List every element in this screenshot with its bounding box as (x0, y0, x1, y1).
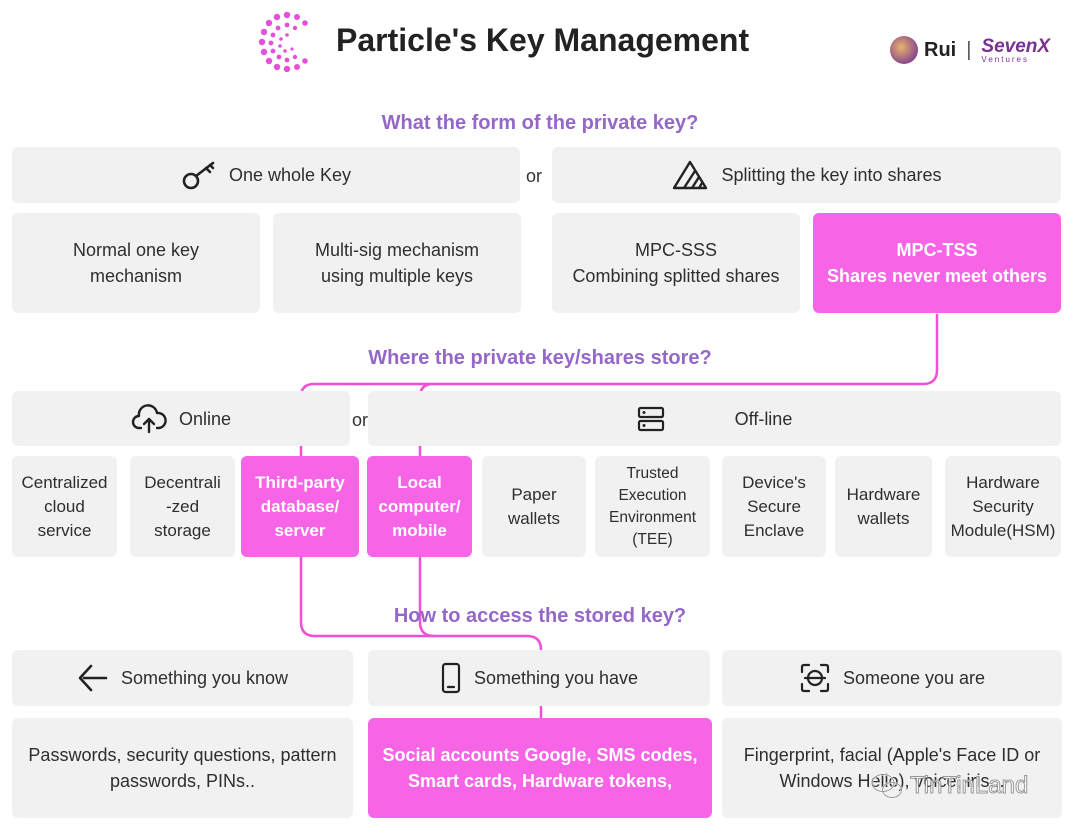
particle-logo (258, 10, 316, 73)
option-mpc-sss: MPC-SSS Combining splitted shares (552, 213, 800, 313)
header-label: Something you know (120, 668, 289, 688)
header-label: Off-line (734, 408, 793, 429)
header-online: Online (12, 391, 350, 446)
face-scan-icon (800, 663, 830, 693)
cloud-upload-icon (131, 403, 167, 433)
option-have-methods: Social accounts Google, SMS codes, Smart… (368, 718, 712, 818)
header-label: Something you have (473, 668, 639, 688)
header-label: One whole Key (228, 165, 352, 185)
header-something-you-know: Something you know (12, 650, 353, 706)
key-icon (182, 161, 215, 190)
header-splitting-key: Splitting the key into shares (552, 147, 1061, 203)
header-offline: Off-line (368, 391, 1061, 446)
option-mpc-tss: MPC-TSS Shares never meet others (813, 213, 1061, 313)
author-name: Rui (924, 38, 957, 61)
arrow-left-icon (78, 664, 108, 692)
header-one-whole-key: One whole Key (12, 147, 520, 203)
header-label: Someone you are (842, 668, 986, 688)
page-title: Particle's Key Management (336, 22, 750, 58)
option-centralized-cloud: Centralized cloud service (12, 456, 117, 557)
header-something-you-have: Something you have (368, 650, 710, 706)
triangle-icon (673, 160, 708, 190)
option-hsm: Hardware Security Module(HSM) (945, 456, 1061, 557)
section-heading-key-form: What the form of the private key? (381, 112, 699, 134)
option-local-computer: Local computer/ mobile (367, 456, 472, 557)
section-heading-key-access: How to access the stored key? (393, 605, 687, 627)
header-label: Online (178, 408, 232, 429)
watermark-text: TinTinLand (909, 772, 1029, 800)
server-icon (637, 406, 664, 431)
option-are-methods: Fingerprint, facial (Apple's Face ID or … (722, 718, 1062, 818)
option-paper-wallets: Paper wallets (482, 456, 586, 557)
author-badge: Rui | SevenX Ventures (890, 34, 1050, 66)
or-label-2: or (352, 410, 369, 430)
watermark: TinTinLand (870, 772, 1029, 800)
option-decentralized-storage: Decentrali -zed storage (130, 456, 235, 557)
option-know-methods: Passwords, security questions, pattern p… (12, 718, 353, 818)
avatar (890, 36, 918, 64)
option-third-party-database: Third-party database/ server (241, 456, 359, 557)
wechat-icon (870, 773, 903, 799)
or-label-1: or (526, 166, 543, 186)
phone-icon (441, 662, 461, 694)
section-heading-key-storage: Where the private key/shares store? (368, 347, 712, 369)
brand-separator: | (966, 38, 972, 61)
option-secure-enclave: Device's Secure Enclave (722, 456, 826, 557)
brand-logo: SevenX Ventures (981, 35, 1051, 64)
option-multi-sig: Multi-sig mechanism using multiple keys (273, 213, 521, 313)
header-someone-you-are: Someone you are (722, 650, 1062, 706)
option-tee: Trusted Execution Environment (TEE) (595, 456, 710, 557)
option-normal-one-key: Normal one key mechanism (12, 213, 260, 313)
option-hardware-wallets: Hardware wallets (835, 456, 932, 557)
header-label: Splitting the key into shares (721, 165, 942, 185)
